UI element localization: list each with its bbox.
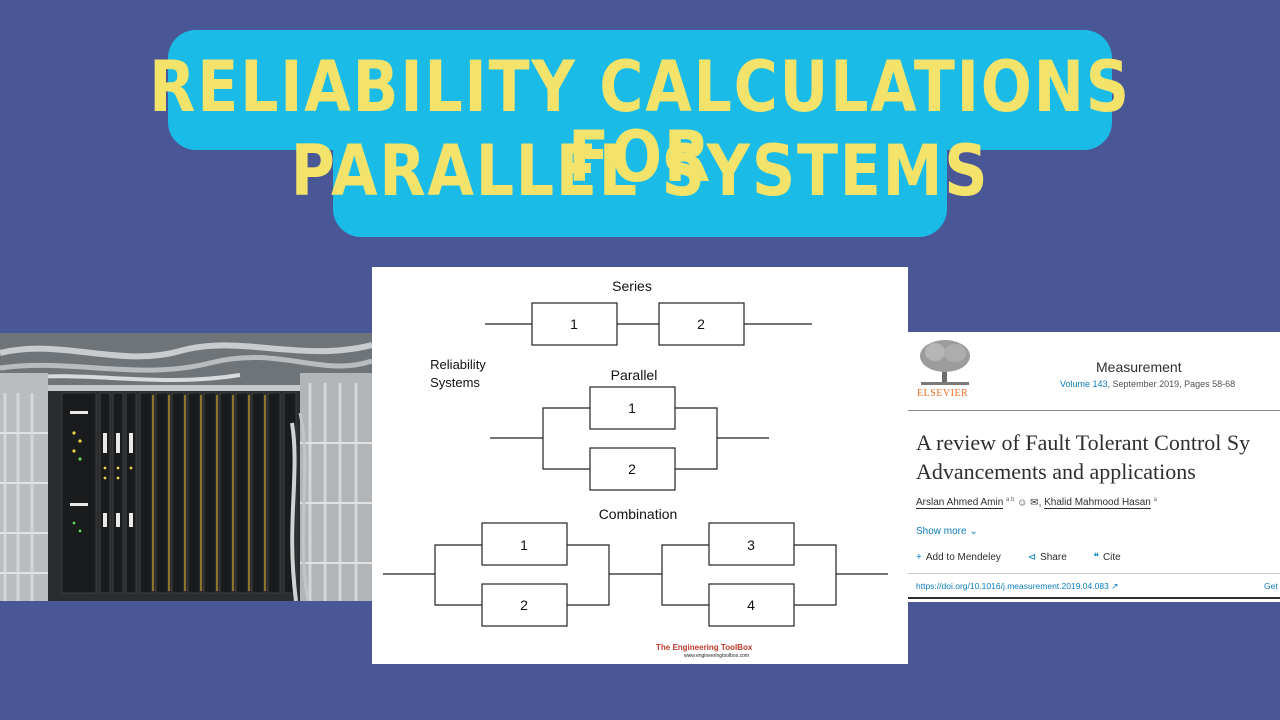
quote-icon: ❝ bbox=[1093, 552, 1099, 563]
volume-details: , September 2019, Pages 58-68 bbox=[1107, 379, 1236, 389]
doi-text: https://doi.org/10.1016/j.measurement.20… bbox=[916, 581, 1109, 591]
publisher-name: ELSEVIER bbox=[917, 388, 969, 399]
volume-link[interactable]: Volume 143 bbox=[1060, 379, 1108, 389]
chevron-down-icon: ⌄ bbox=[969, 526, 978, 537]
systems-heading: Systems bbox=[430, 375, 480, 390]
cite-button[interactable]: ❝Cite bbox=[1094, 552, 1133, 563]
get-link[interactable]: Get bbox=[1264, 581, 1278, 591]
share-icon: ⊲ bbox=[1027, 552, 1037, 563]
author-list: Arslan Ahmed Amin a b ☺ ✉, Khalid Mahmoo… bbox=[916, 497, 1157, 510]
combination-block-4: 4 bbox=[747, 597, 755, 613]
author-1[interactable]: Arslan Ahmed Amin bbox=[916, 497, 1004, 510]
elsevier-tree-logo bbox=[920, 340, 970, 385]
author-1-affiliation: a b bbox=[1006, 497, 1015, 503]
parallel-block-1: 1 bbox=[628, 400, 636, 416]
author-2-affiliation: a bbox=[1153, 497, 1157, 503]
credit-text: The Engineering ToolBox bbox=[656, 643, 753, 652]
volume-info: Volume 143, September 2019, Pages 58-68 bbox=[1060, 379, 1235, 389]
paper-actions: +Add to Mendeley ⊲Share ❝Cite bbox=[916, 552, 1145, 563]
header-divider bbox=[908, 410, 1280, 411]
credit-url: www.engineeringtoolbox.com bbox=[684, 653, 749, 659]
paper-title-line-1: A review of Fault Tolerant Control Sy bbox=[916, 430, 1251, 455]
series-block-1: 1 bbox=[570, 316, 578, 332]
actions-divider bbox=[908, 573, 1280, 574]
paper-title-line-2: Advancements and applications bbox=[916, 459, 1196, 484]
share-label: Share bbox=[1040, 552, 1067, 563]
cite-label: Cite bbox=[1102, 552, 1121, 563]
reliability-heading: Reliability bbox=[430, 357, 486, 372]
reliability-diagram: Series Reliability Systems Parallel Comb… bbox=[372, 267, 908, 664]
rack-illustration bbox=[0, 333, 372, 601]
paper-card: ELSEVIER Measurement Volume 143, Septemb… bbox=[908, 332, 1280, 602]
series-label: Series bbox=[612, 278, 652, 294]
mail-icon[interactable]: ✉ bbox=[1030, 497, 1039, 509]
title-line-1: RELIABILITY CALCULATIONS FOR bbox=[149, 46, 1131, 198]
parallel-block-2: 2 bbox=[628, 461, 636, 477]
plus-icon: + bbox=[916, 552, 922, 563]
share-button[interactable]: ⊲Share bbox=[1028, 552, 1079, 563]
combination-block-1: 1 bbox=[520, 537, 528, 553]
show-more-label: Show more bbox=[916, 526, 967, 537]
parallel-label: Parallel bbox=[611, 367, 658, 383]
reliability-block-diagram: Series Reliability Systems Parallel Comb… bbox=[383, 278, 888, 659]
journal-name[interactable]: Measurement bbox=[1096, 359, 1182, 375]
combination-block-3: 3 bbox=[747, 537, 755, 553]
author-2[interactable]: Khalid Mahmood Hasan bbox=[1044, 497, 1151, 510]
doi-link[interactable]: https://doi.org/10.1016/j.measurement.20… bbox=[916, 581, 1118, 592]
footer-divider bbox=[908, 597, 1280, 599]
paper-title: A review of Fault Tolerant Control Sy Ad… bbox=[916, 428, 1280, 486]
person-icon: ☺ bbox=[1017, 497, 1028, 509]
show-more-link[interactable]: Show more ⌄ bbox=[916, 526, 978, 537]
add-to-mendeley-button[interactable]: +Add to Mendeley bbox=[916, 552, 1013, 563]
series-block-2: 2 bbox=[697, 316, 705, 332]
title-banner-bottom bbox=[333, 124, 947, 237]
combination-block-2: 2 bbox=[520, 597, 528, 613]
add-to-mendeley-label: Add to Mendeley bbox=[925, 552, 1001, 563]
external-link-icon: ↗ bbox=[1111, 581, 1119, 591]
combination-label: Combination bbox=[599, 506, 678, 522]
control-rack-photo bbox=[0, 333, 372, 601]
title-line-2: PARALLEL SYSTEMS bbox=[290, 130, 990, 212]
